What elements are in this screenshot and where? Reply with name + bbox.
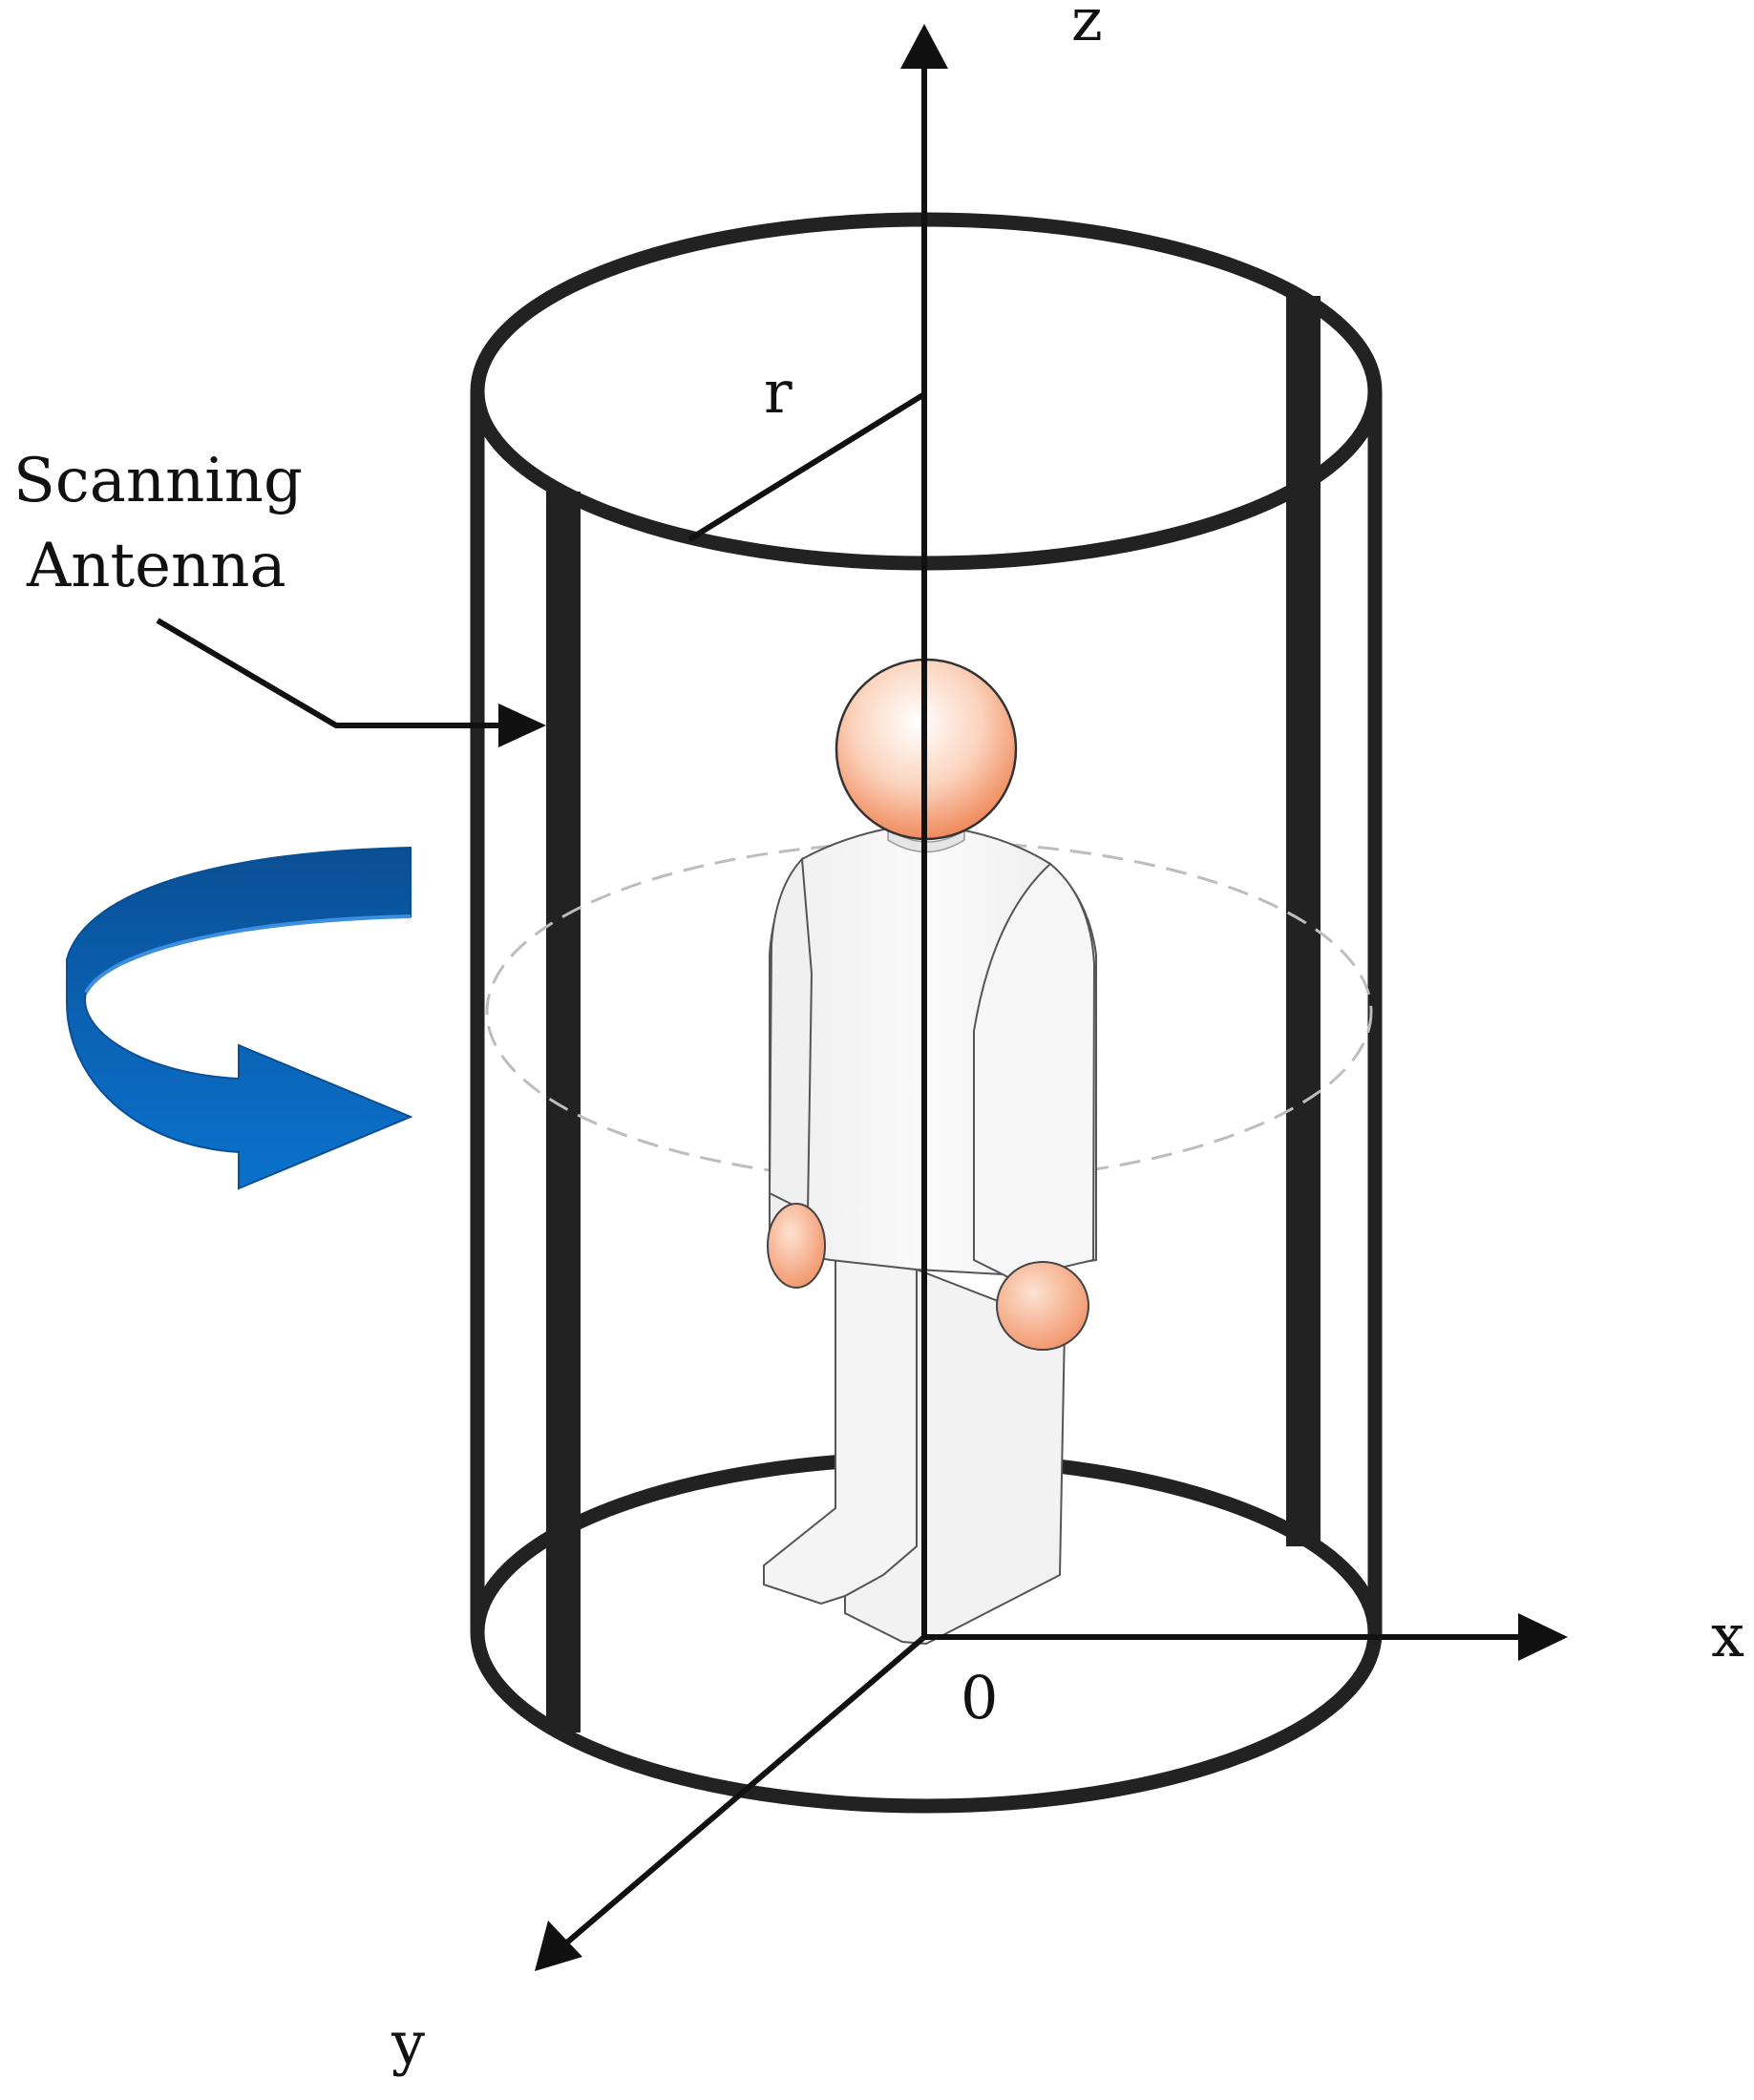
x-axis-arrowhead: [1518, 1613, 1568, 1661]
antenna-leader-line: [156, 618, 504, 728]
person-left-hand: [767, 1203, 826, 1289]
radius-label: r: [764, 357, 792, 427]
standing-person-icon: [763, 658, 1097, 1646]
z-axis-label: z: [1071, 0, 1103, 54]
person-collar: [887, 827, 965, 853]
x-axis-label: x: [1711, 1601, 1744, 1670]
y-axis-line: [560, 1634, 926, 1950]
antenna-label-line1: Scanning: [13, 446, 303, 516]
person-left-leg: [763, 1258, 918, 1606]
origin-label: 0: [961, 1663, 998, 1732]
scanning-antenna-left: [546, 492, 581, 1732]
person-right-hand: [996, 1261, 1089, 1351]
y-axis-arrowhead: [535, 1921, 582, 1971]
person-left-arm: [768, 856, 814, 1214]
person-right-arm: [973, 862, 1096, 1281]
antenna-leader-arrowhead: [498, 704, 546, 747]
rotation-arrow-body: [66, 846, 413, 1190]
person-right-leg: [844, 1268, 1067, 1646]
curved-rotation-arrow-icon: [66, 846, 413, 1190]
radius-line: [687, 391, 926, 542]
y-axis-label: y: [391, 2008, 425, 2078]
antenna-label-line2: Antenna: [26, 531, 286, 601]
z-axis-arrowhead: [900, 24, 948, 69]
rotation-arrow-highlight: [84, 914, 412, 994]
